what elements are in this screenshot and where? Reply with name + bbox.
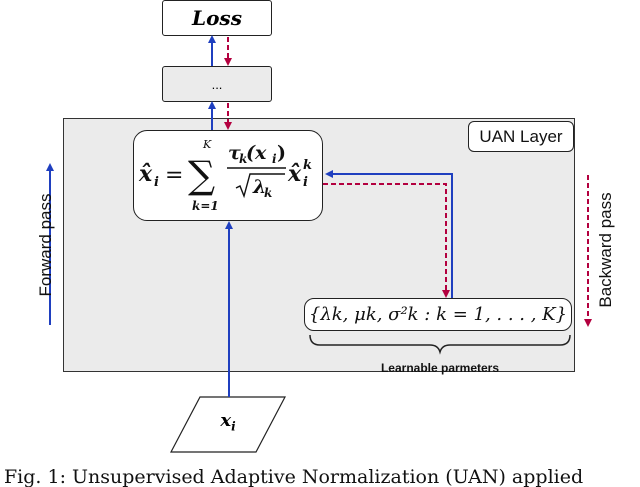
formula-numerator-sub: k <box>239 152 247 166</box>
backward-pass-label: Backward pass <box>596 175 616 325</box>
formula-rhs: x̂ <box>287 161 302 187</box>
formula-lhs-sub: i <box>154 175 159 190</box>
loss-box: Loss <box>162 0 272 36</box>
formula-sum-bottom: k=1 <box>192 199 219 213</box>
uan-layer-label: UAN Layer <box>468 121 574 152</box>
learnable-brace <box>309 334 571 355</box>
figure-caption: Fig. 1: Unsupervised Adaptive Normalizat… <box>4 466 584 487</box>
backward-arrow-params <box>323 183 450 298</box>
formula-numerator: τ <box>228 142 241 164</box>
input-symbol: x <box>220 410 232 431</box>
formula-sum-sign: ∑ <box>188 153 215 197</box>
formula-numerator-arg: (x <box>246 142 267 164</box>
formula-denominator: λ <box>252 176 266 198</box>
forward-pass-text: Forward pass <box>36 193 55 297</box>
normalization-formula-box <box>133 130 323 221</box>
backward-pass-text: Backward pass <box>596 192 615 308</box>
formula-rhs-sup: k <box>303 158 312 173</box>
input-label: xi <box>205 410 251 434</box>
input-parallelogram <box>170 396 286 453</box>
forward-arrow-params <box>325 170 453 298</box>
hidden-layers-box: ... <box>162 66 272 102</box>
input-subscript: i <box>231 419 236 434</box>
learnable-parameters-box: {λk, μk, σ²k : k = 1, . . . , K} <box>304 298 572 331</box>
formula-sum-top: K <box>202 138 212 151</box>
formula-numerator-close: ) <box>277 142 286 164</box>
formula-denominator-sub: k <box>264 186 272 200</box>
forward-pass-label: Forward pass <box>36 165 56 325</box>
parameters-set: {λk, μk, σ²k : k = 1, . . . , K} <box>308 304 568 325</box>
formula-sqrt-sign <box>235 173 285 199</box>
learnable-parameters-label: Learnable parmeters <box>380 361 500 375</box>
normalization-formula: x̂ i = K ∑ k=1 τ k (x i ) λ k x̂ i k <box>138 138 312 213</box>
formula-equals: = <box>165 163 183 188</box>
formula-lhs: x̂ <box>138 161 153 187</box>
formula-rhs-sub: i <box>303 175 308 190</box>
formula-numerator-arg-sub: i <box>272 152 277 166</box>
